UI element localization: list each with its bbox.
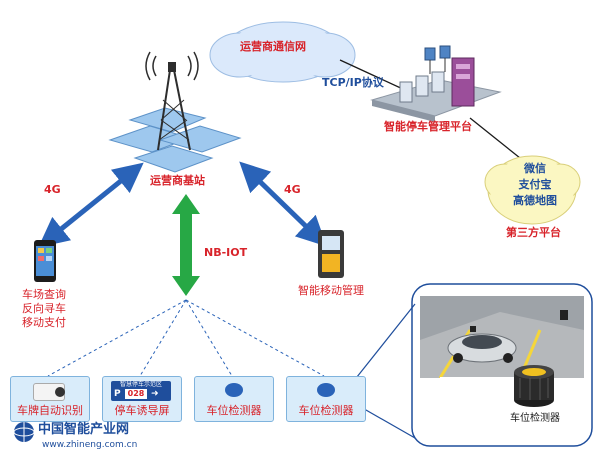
third-party-service-3: 高德地图 — [513, 194, 557, 207]
smartphone-icon — [34, 240, 56, 282]
third-party-service-2: 支付宝 — [518, 178, 552, 191]
handheld-terminal-icon — [318, 230, 344, 278]
arrow-nbiot — [172, 194, 200, 296]
detector-device-photo — [514, 365, 554, 407]
guide-screen-display: 智慧停车示范区 P 028 ➜ — [111, 381, 171, 401]
guide-screen-count: 028 — [125, 389, 147, 399]
device-label-detector-1: 车位检测器 — [206, 404, 262, 417]
platform-label: 智能停车管理平台 — [384, 120, 472, 133]
arrow-4g-right — [239, 161, 327, 247]
guide-screen-title: 智慧停车示范区 — [119, 381, 162, 388]
device-box-detector-1: 车位检测器 — [194, 376, 274, 422]
watermark-globe-icon — [13, 422, 35, 442]
platform-servers — [370, 45, 502, 122]
arrow-4g-left — [38, 162, 144, 248]
link-4g-left-label: 4G — [44, 183, 61, 196]
third-party-cloud — [484, 155, 581, 225]
nbiot-label: NB-IOT — [204, 246, 248, 259]
detector-icon — [317, 383, 335, 397]
tcp-ip-label: TCP/IP协议 — [322, 76, 384, 89]
carrier-network-cloud — [209, 21, 356, 83]
detector-icon — [225, 383, 243, 397]
phone-feature-2: 反向寻车 — [22, 302, 66, 315]
link-4g-right-label: 4G — [284, 183, 301, 196]
nbiot-links — [47, 299, 325, 377]
device-box-plate-recognition: 车牌自动识别 — [10, 376, 90, 422]
handheld-label: 智能移动管理 — [298, 284, 364, 297]
device-box-guide-screen: 智慧停车示范区 P 028 ➜ 停车诱导屏 — [102, 376, 182, 422]
device-label-plate-recognition: 车牌自动识别 — [17, 404, 83, 417]
carrier-network-label: 运营商通信网 — [240, 40, 306, 53]
device-box-detector-2: 车位检测器 — [286, 376, 366, 422]
base-station-tower — [108, 51, 242, 173]
link-network-platform — [339, 59, 406, 91]
camera-lens-icon — [55, 387, 65, 397]
watermark-title: 中国智能产业网 — [38, 422, 130, 437]
device-label-guide-screen: 停车诱导屏 — [114, 404, 170, 417]
parking-lot-photo — [420, 296, 584, 379]
guide-arrow-icon: ➜ — [151, 389, 159, 399]
phone-feature-3: 移动支付 — [22, 316, 66, 329]
third-party-service-1: 微信 — [524, 162, 546, 175]
watermark-url: www.zhineng.com.cn — [42, 440, 138, 450]
detector-photo-label: 车位检测器 — [510, 413, 560, 424]
guide-screen-letter: P — [114, 389, 121, 399]
base-station-label: 运营商基站 — [150, 174, 205, 187]
phone-feature-1: 车场查询 — [22, 288, 66, 301]
device-label-detector-2: 车位检测器 — [298, 404, 354, 417]
link-platform-third-party — [469, 117, 521, 159]
third-party-label: 第三方平台 — [506, 226, 561, 239]
